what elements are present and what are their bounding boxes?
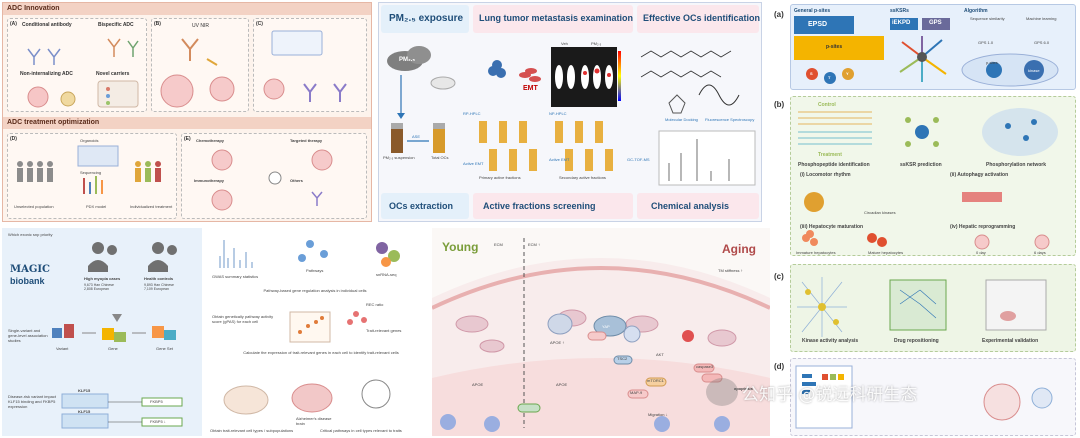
pm-effective-box <box>637 5 759 33</box>
pm-oc-box <box>381 193 469 219</box>
pm-lung-box <box>473 5 633 33</box>
adc-panel-a: (A) Conditional antibody Bispecific ADC … <box>7 18 147 112</box>
pm-exposure-box <box>381 5 469 33</box>
watermark-text: 公知乎 @锐远科研生态 <box>742 385 918 405</box>
aging-panel: Young Aging ECM ECM ↑ TM stiffness ↑ YAP… <box>432 228 770 436</box>
population-icons <box>17 145 161 194</box>
scrna-graphics <box>219 240 400 415</box>
therapy-icons <box>211 149 333 211</box>
myopia-graphics <box>52 242 183 429</box>
kinase-b-graphics <box>798 108 1058 250</box>
adc-panel-c: (C) <box>253 18 367 112</box>
radio-antibody <box>263 30 347 102</box>
pm-chem-box <box>637 193 759 219</box>
uv-antibody <box>160 38 235 108</box>
pm-panel: PM₂.₅ exposure Lung tumor metastasis exa… <box>378 2 762 222</box>
adc-innovation-header <box>3 3 371 15</box>
adc-panel: ADC Innovation (A) Conditional antibody … <box>2 2 372 222</box>
myopia-panel: Which exonic snp priority MAGIC biobank … <box>2 228 202 436</box>
aging-graphics <box>432 238 770 436</box>
adc-panel-d: (D) Organoids Sequencing Unselected popu… <box>7 133 177 219</box>
scrna-panel: GWAS summary statistics Pathways snRNA-s… <box>206 228 428 436</box>
pm-screening-box <box>473 193 633 219</box>
kinase-a-graphics <box>794 16 1059 87</box>
watermark-logo-icon <box>706 378 738 406</box>
adc-optimization-title: ADC treatment optimization <box>7 119 100 126</box>
antibody-icons <box>27 38 139 108</box>
kinase-d-graphics <box>795 365 1053 429</box>
adc-innovation-title: ADC Innovation <box>7 5 60 12</box>
kinase-c-graphics <box>797 277 1047 337</box>
kinase-panel: (a) General p-sites ssKSRs Algorithm Seq… <box>772 2 1078 436</box>
pm-graphics <box>387 46 756 186</box>
adc-panel-b: (B) UV NIR <box>151 18 249 112</box>
adc-panel-e: (E) Chemotherapy Targeted therapy Immuno… <box>181 133 367 219</box>
adc-optimization-header <box>3 117 371 129</box>
